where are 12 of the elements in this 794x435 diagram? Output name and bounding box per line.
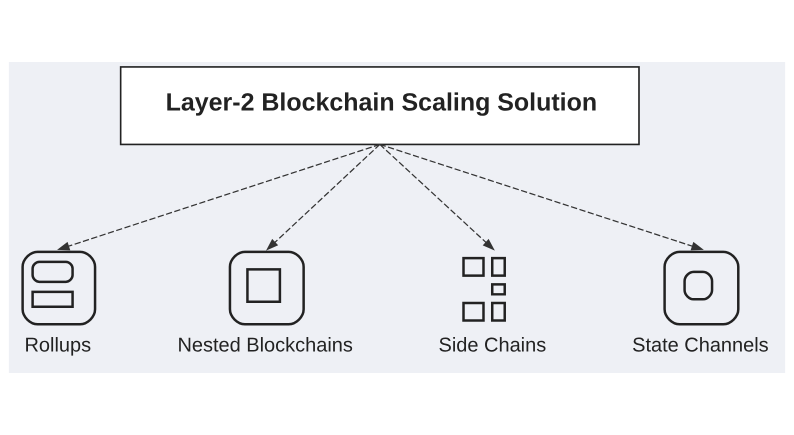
node-picture	[663, 250, 740, 326]
node-label: Rollups	[24, 334, 92, 357]
node-picture	[228, 250, 305, 326]
node-label: State Channels	[632, 334, 769, 357]
node-label: Nested Blockchains	[177, 334, 353, 357]
arrow	[57, 144, 380, 250]
arrow	[379, 144, 495, 251]
node-label: Side Chains	[438, 334, 546, 357]
node-box: Layer-2 Blockchain Scaling Solution	[120, 66, 640, 146]
arrow	[266, 144, 380, 251]
node-picture	[21, 250, 96, 326]
arrow	[380, 144, 704, 250]
